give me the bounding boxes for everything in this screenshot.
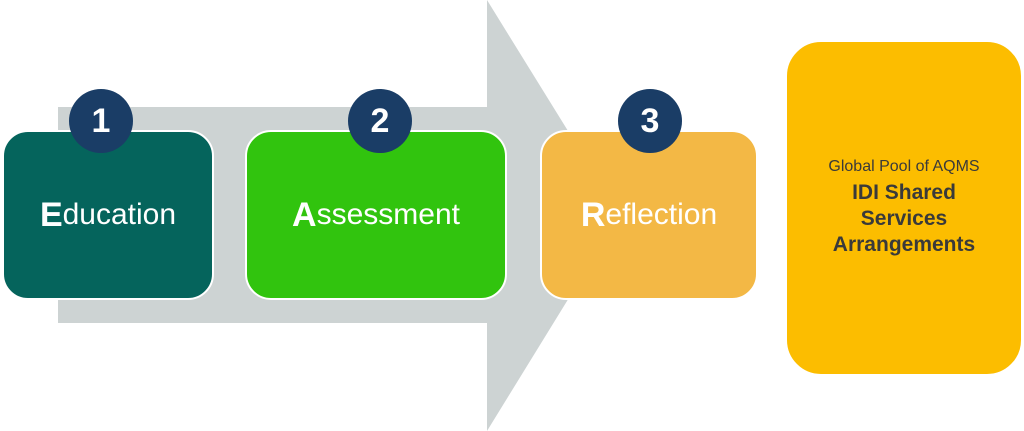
pool-title-line: Arrangements: [832, 233, 976, 257]
step-initial: E: [39, 195, 63, 234]
step-label: eflection: [605, 198, 718, 231]
pool-subtitle: Global Pool of AQMS: [828, 157, 980, 175]
step-label: ssessment: [316, 198, 460, 231]
pool-title-line: IDI Shared: [852, 180, 956, 204]
shared-services-box: Global Pool of AQMS IDI Shared Services …: [785, 40, 1023, 376]
step-label: ducation: [62, 198, 177, 231]
step-number-badge: 1: [69, 89, 133, 153]
pool-title-line: Services: [860, 206, 948, 230]
step-number-badge: 3: [618, 89, 682, 153]
step-number-badge: 2: [348, 89, 412, 153]
step-initial: R: [580, 195, 606, 234]
step-initial: A: [292, 195, 317, 234]
